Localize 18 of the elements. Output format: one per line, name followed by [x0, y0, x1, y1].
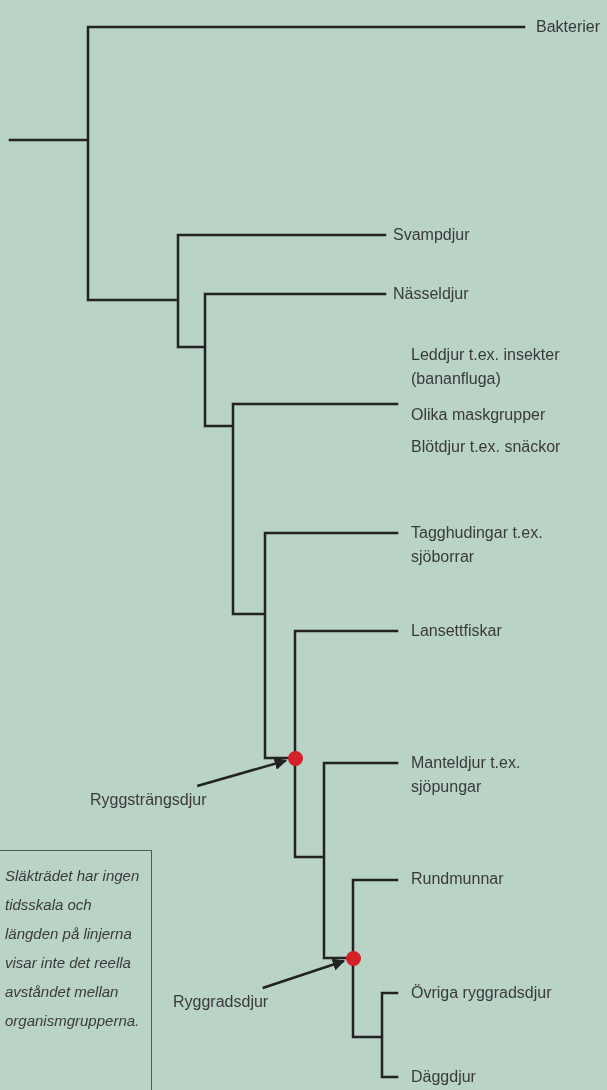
taxon-label: Lansettfiskar	[411, 621, 502, 641]
taxon-label: Blötdjur t.ex. snäckor	[411, 437, 561, 457]
taxon-label: Bakterier	[536, 17, 601, 37]
clade-label: Ryggsträngsdjur	[90, 788, 207, 812]
taxon-label: Leddjur t.ex. insekter (bananfluga)	[411, 345, 561, 389]
taxon-label: Olika maskgrupper	[411, 405, 546, 425]
taxon-label: Däggdjur	[411, 1067, 476, 1087]
note-text: Släkträdet har ingen tidsskala och längden på linjerna visar inte det reella avståndet mellan organismgrupperna.	[5, 866, 141, 1031]
note-box	[0, 850, 152, 1090]
taxon-label: Svampdjur	[393, 225, 470, 245]
taxon-label: Nässeldjur	[393, 284, 469, 304]
taxon-label: Manteldjur t.ex. sjöpungar	[411, 753, 522, 797]
clade-label: Ryggradsdjur	[173, 990, 269, 1014]
taxon-label: Tagghudingar t.ex. sjöborrar	[411, 523, 544, 567]
taxon-label: Övriga ryggradsdjur	[411, 983, 552, 1003]
arrow	[196, 757, 288, 788]
taxon-label: Rundmunnar	[411, 869, 504, 889]
arrow	[262, 958, 346, 990]
